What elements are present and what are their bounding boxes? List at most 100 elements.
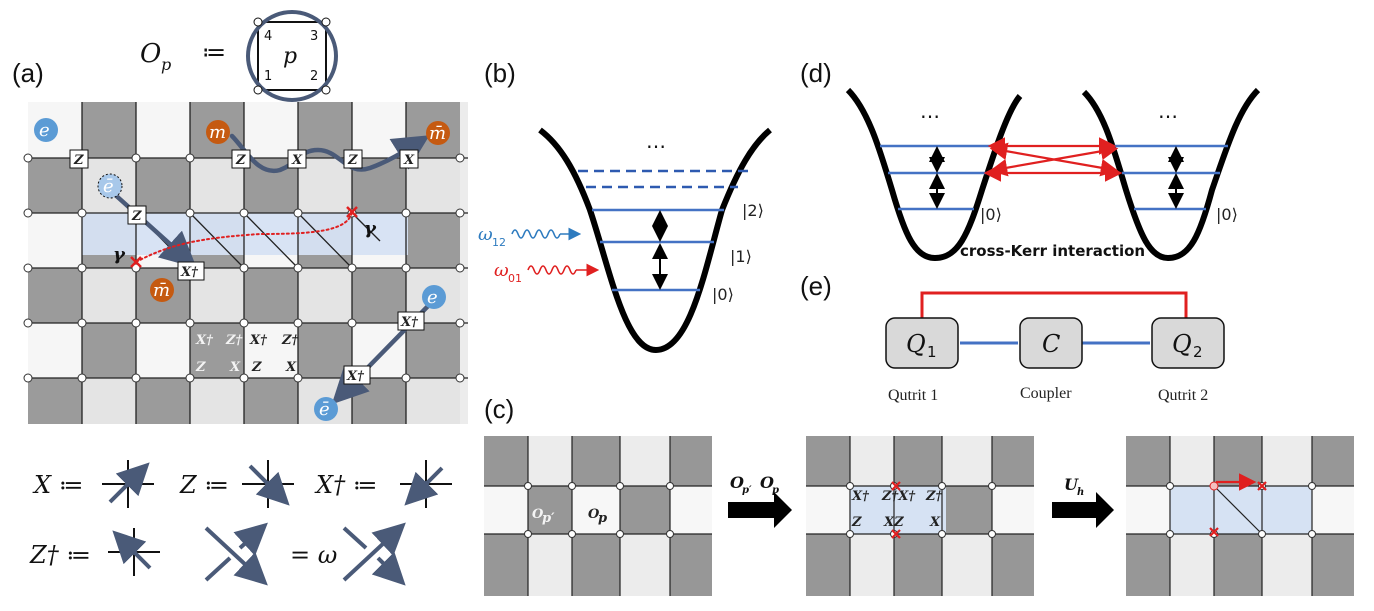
svg-text:X†: X†: [851, 489, 869, 504]
particles: e m m̄ ē m̄ e ē: [34, 118, 450, 421]
svg-text:1: 1: [264, 69, 272, 84]
svg-text:e: e: [39, 120, 50, 141]
particle-mbar-1: m̄: [426, 121, 450, 145]
svg-text:2: 2: [310, 69, 318, 84]
drive-w12: ω 12: [478, 224, 582, 249]
svg-text:…: …: [920, 99, 940, 123]
lattice-a: [23, 102, 468, 424]
node-c: C: [1019, 317, 1083, 369]
drive-w01: ω 01: [494, 260, 600, 285]
svg-text:Z†: Z†: [225, 333, 242, 348]
svg-text:12: 12: [492, 236, 506, 249]
svg-text:Z†: Z†: [925, 489, 942, 504]
lattice-c2: X† Z†X† Z† Z XZ X: [806, 436, 1034, 596]
svg-text:|0⟩: |0⟩: [712, 285, 734, 304]
svg-text:Z: Z: [251, 360, 262, 375]
svg-text:Qutrit 2: Qutrit 2: [1158, 387, 1208, 404]
particle-e-1: e: [34, 118, 58, 142]
svg-text:|2⟩: |2⟩: [742, 201, 764, 220]
svg-text:Z: Z: [73, 153, 84, 168]
svg-text:p: p: [772, 485, 779, 496]
svg-text:m̄: m̄: [429, 123, 446, 144]
svg-text:Z†X†: Z†X†: [881, 489, 915, 504]
svg-text:X: X: [229, 360, 241, 375]
op-subscript: p: [161, 55, 171, 74]
particle-ebar-2: ē: [314, 397, 338, 421]
svg-text:Qutrit 1: Qutrit 1: [888, 387, 938, 404]
svg-text:Z ≔: Z ≔: [179, 471, 229, 499]
svg-text:X: X: [291, 153, 303, 168]
svg-text:p′: p′: [542, 511, 555, 526]
svg-text:|1⟩: |1⟩: [730, 247, 752, 266]
svg-text:X†: X†: [400, 315, 418, 330]
svg-text:Z: Z: [347, 153, 358, 168]
svg-text:O: O: [730, 473, 744, 492]
particle-m-1: m: [206, 120, 230, 144]
arrow-uh: U h: [1052, 475, 1114, 528]
svg-text:Q: Q: [1172, 330, 1192, 358]
svg-text:1: 1: [927, 343, 937, 361]
svg-text:= ω: = ω: [290, 541, 337, 569]
operator-legend: X ≔ Z ≔ X† ≔ Z† ≔ = ω: [29, 460, 452, 586]
svg-text:O: O: [760, 473, 774, 492]
braid-rhs: [342, 522, 406, 586]
svg-text:ē: ē: [319, 399, 330, 420]
panel-d-label: (d): [800, 58, 832, 88]
svg-text:X†: X†: [180, 265, 198, 280]
svg-text:X ≔: X ≔: [32, 471, 84, 499]
cross-kerr-caption: cross-Kerr interaction: [960, 242, 1145, 260]
svg-text:Z: Z: [195, 360, 206, 375]
panel-e-label: (e): [800, 271, 832, 301]
svg-text:γ: γ: [113, 244, 126, 265]
potential-well-b: … |2⟩ |1⟩ |0⟩: [538, 127, 772, 354]
svg-text:…: …: [646, 129, 666, 153]
svg-text:Z† ≔: Z† ≔: [29, 541, 91, 569]
svg-text:X: X: [285, 360, 297, 375]
svg-text:3: 3: [310, 29, 318, 44]
assign-symbol: ≔: [202, 38, 226, 66]
plaquette-definition: O p ≔ p 4 3 1 2: [140, 10, 338, 102]
svg-text:Z†: Z†: [281, 333, 298, 348]
svg-text:|0⟩: |0⟩: [980, 205, 1002, 224]
svg-text:Z: Z: [851, 515, 862, 530]
op-symbol: O: [140, 39, 161, 69]
panel-b-label: (b): [484, 58, 516, 88]
svg-text:X†: X†: [249, 333, 267, 348]
svg-text:ω: ω: [478, 224, 493, 245]
svg-text:γ: γ: [364, 218, 377, 239]
arrow-op-apply: O p′ O p: [728, 473, 792, 528]
svg-text:m̄: m̄: [153, 280, 170, 301]
svg-text:01: 01: [508, 272, 522, 285]
panel-a-label: (a): [12, 58, 44, 88]
svg-text:ē: ē: [103, 176, 114, 197]
svg-text:e: e: [427, 287, 438, 308]
particle-mbar-2: m̄: [150, 278, 174, 302]
svg-text:C: C: [1042, 330, 1060, 358]
lattice-c1: Op′ Op: [484, 436, 712, 596]
double-well-d: … … |0⟩ |0⟩ cross-Kerr interaction: [845, 87, 1261, 262]
svg-text:Z: Z: [235, 153, 246, 168]
particle-ebar-1: ē: [97, 173, 123, 199]
svg-text:h: h: [1077, 487, 1084, 498]
panel-c-label: (c): [484, 394, 514, 424]
gamma-markers: γ γ: [113, 206, 377, 268]
svg-text:Z: Z: [131, 209, 142, 224]
svg-text:X† ≔: X† ≔: [314, 471, 378, 499]
svg-text:X: X: [403, 153, 415, 168]
lattice-c3: [1126, 436, 1354, 596]
particle-e-2: e: [422, 285, 446, 309]
svg-text:p′: p′: [742, 485, 752, 496]
svg-text:…: …: [1158, 99, 1178, 123]
svg-text:O: O: [588, 507, 600, 522]
svg-text:U: U: [1064, 475, 1079, 494]
svg-text:X: X: [929, 515, 941, 530]
svg-text:Coupler: Coupler: [1020, 385, 1072, 402]
loop-circle: [246, 10, 338, 102]
svg-text:XZ: XZ: [883, 515, 904, 530]
plaquette-center: p: [283, 44, 297, 69]
svg-text:X†: X†: [346, 369, 364, 384]
